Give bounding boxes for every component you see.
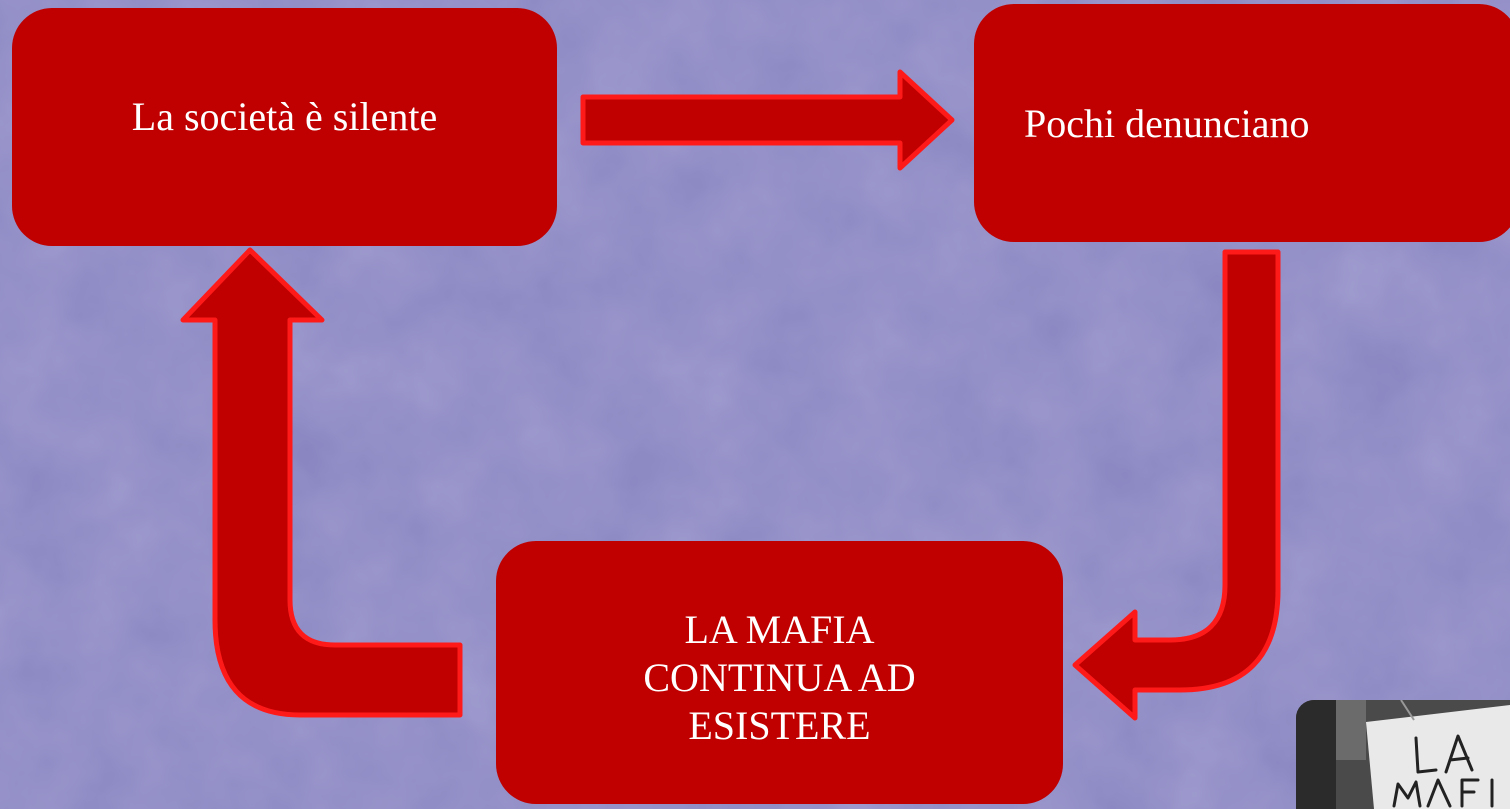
arrow-denounce-to-mafia — [1072, 249, 1281, 721]
node-label: La società è silente — [131, 94, 438, 139]
arrow-mafia-to-silent — [180, 247, 463, 718]
node-mafia-persists: LA MAFIA CONTINUA AD ESISTERE — [496, 541, 1063, 804]
arrow-silent-to-denounce — [580, 69, 955, 171]
node-society-silent: La società è silente — [12, 8, 557, 246]
mafia-sign-photo — [1296, 700, 1510, 809]
node-few-denounce: Pochi denunciano — [974, 4, 1510, 242]
node-label: LA MAFIA CONTINUA AD ESISTERE — [643, 606, 916, 748]
node-label: Pochi denunciano — [1024, 101, 1310, 146]
